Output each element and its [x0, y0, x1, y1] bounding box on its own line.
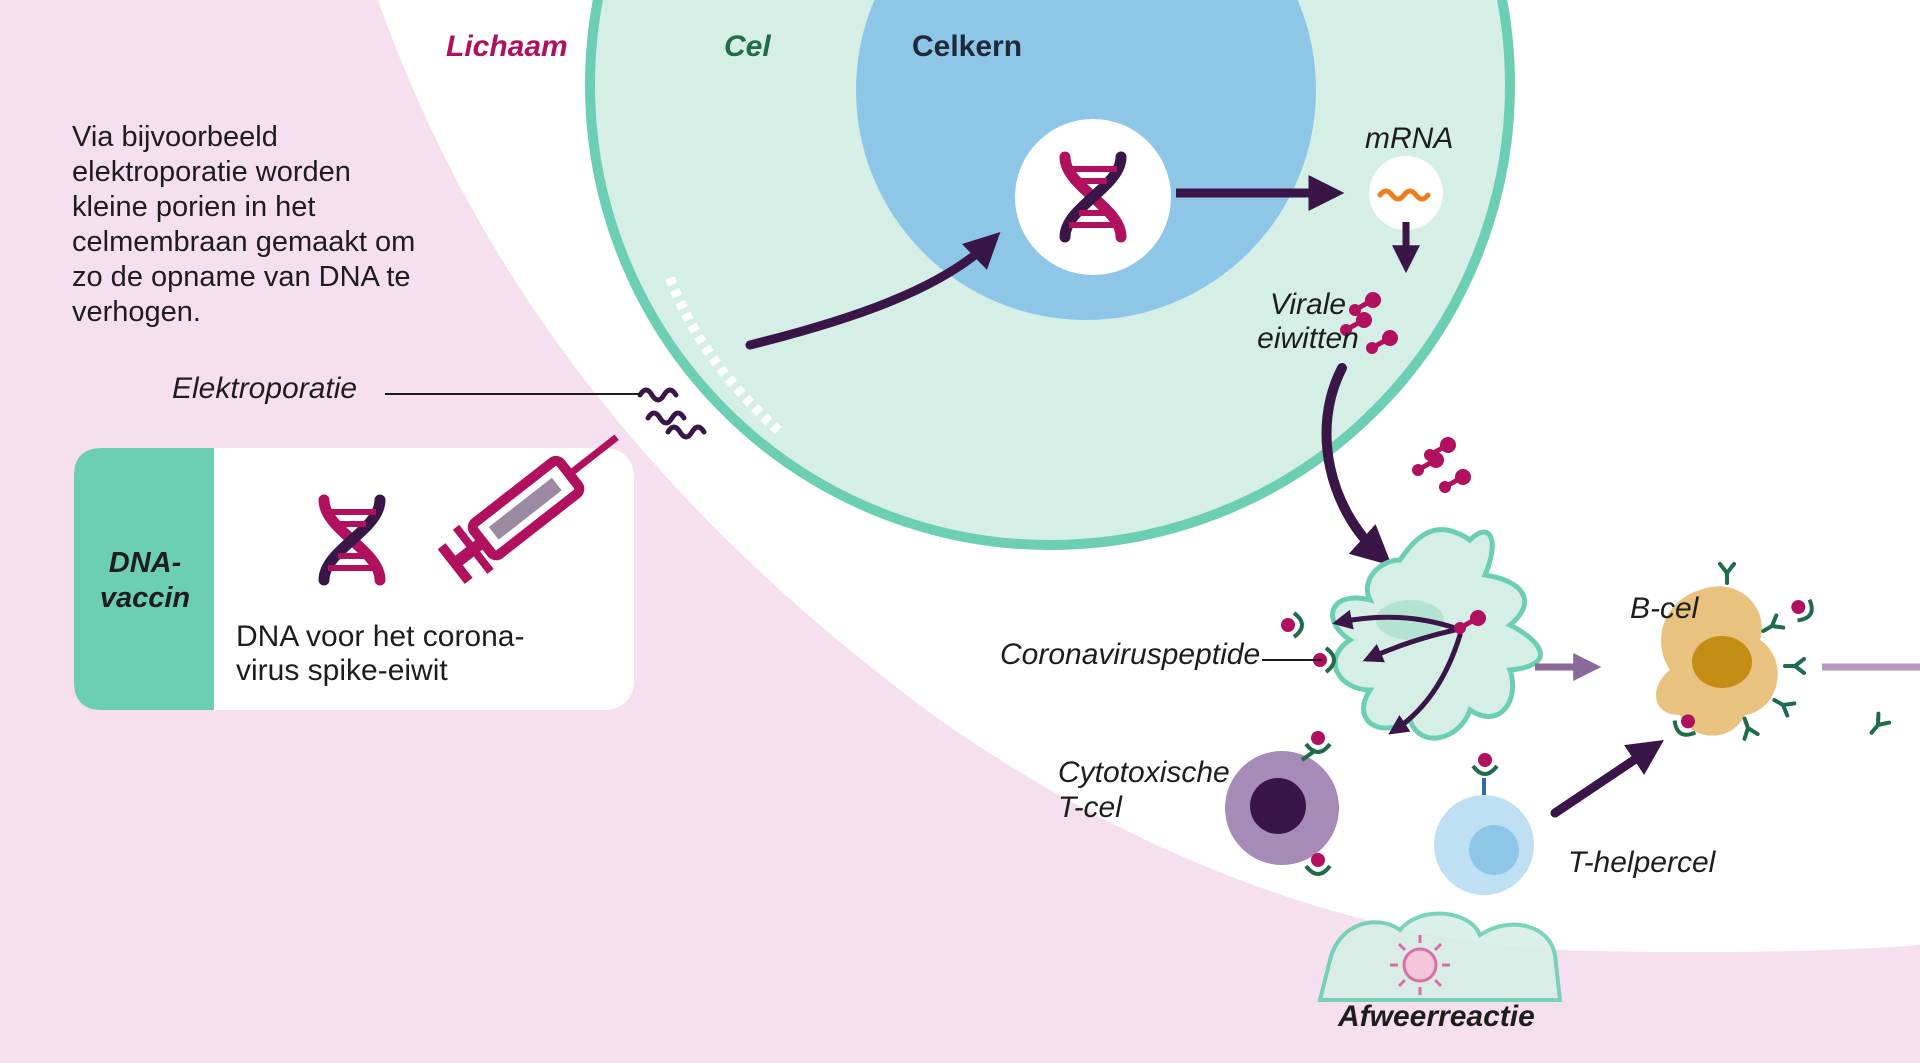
cytotoxic-receptor-stalk	[1300, 748, 1318, 762]
t-helper-cell-nucleus	[1469, 825, 1519, 875]
label-b-cel: B-cel	[1630, 592, 1699, 625]
intro-text: Via bijvoorbeeld elektroporatie worden k…	[72, 121, 416, 328]
label-coronaviruspeptide: Coronaviruspeptide	[1000, 638, 1261, 671]
arrow-into-nucleus	[745, 232, 1001, 350]
label-mrna: mRNA	[1365, 122, 1454, 155]
mrna-squiggle-icon	[1377, 188, 1431, 202]
region-label-cell: Cel	[724, 30, 771, 63]
label-elektroporatie: Elektroporatie	[172, 372, 358, 405]
region-label-body: Lichaam	[446, 30, 568, 63]
label-virale-eiwitten: Virale eiwitten	[1257, 288, 1359, 355]
label-t-helpercel: T-helpercel	[1568, 846, 1716, 879]
arrow-thelper-to-bcell	[1550, 739, 1664, 818]
vaccine-box-caption: DNA voor het corona-virus spike-eiwit	[236, 620, 525, 687]
electroporation-waves-icon	[637, 387, 707, 440]
cytotoxic-t-cell-nucleus	[1250, 778, 1306, 834]
label-cytotoxische-t-cel: Cytotoxische T-cel	[1058, 756, 1230, 824]
syringe-icon	[437, 434, 619, 584]
dendritic-internal-arrows	[1332, 609, 1463, 735]
label-afweerreactie: Afweerreactie	[1338, 1000, 1535, 1033]
arrow-proteins-to-dendritic	[1321, 363, 1392, 566]
vaccine-box-tab	[74, 448, 214, 710]
vaccine-box-title: DNA-vaccin	[99, 547, 191, 614]
afweerreactie-cells	[1317, 911, 1563, 1002]
virus-icon	[1390, 935, 1450, 995]
region-label-nucleus: Celkern	[912, 30, 1023, 63]
b-cell-nucleus	[1692, 636, 1752, 688]
